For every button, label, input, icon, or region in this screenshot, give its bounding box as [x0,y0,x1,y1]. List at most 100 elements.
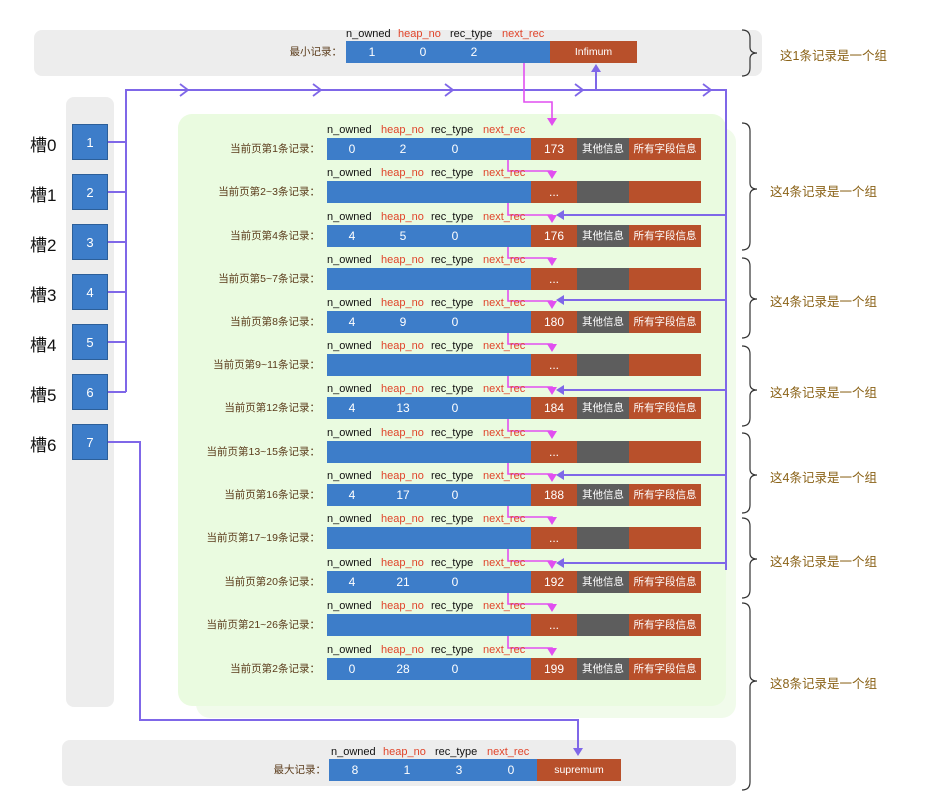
record-other-info: 其他信息 [577,397,629,419]
record-other-info [577,268,629,290]
header-heap-no: heap_no [381,297,424,309]
infimum-label: 最小记录： [289,46,343,58]
arrowhead [573,748,583,756]
record-other-info [577,354,629,376]
infimum-rec-type: 2 [448,41,500,63]
supremum-n-owned: 8 [329,759,381,781]
header-n-owned: n_owned [327,167,372,179]
record-other-info: 其他信息 [577,484,629,506]
record-header: n_owned heap_no rec_type next_rec [327,556,537,570]
record-rec-type: 0 [429,138,481,160]
header-rec-type: rec_type [450,28,493,40]
header-n-owned: n_owned [327,600,372,612]
header-next-rec: next_rec [483,557,526,569]
header-next-rec: next_rec [483,427,526,439]
header-heap-no: heap_no [381,167,424,179]
group-brace [741,29,758,77]
group-brace [741,602,758,791]
direction-chevron [179,83,190,97]
header-heap-no: heap_no [381,644,424,656]
header-n-owned: n_owned [327,557,372,569]
header-rec-type: rec_type [431,124,474,136]
arrowhead [547,561,557,569]
record-n-owned: 4 [327,225,377,247]
header-heap-no: heap_no [381,427,424,439]
header-heap-no: heap_no [381,600,424,612]
group-label: 这1条记录是一个组 [780,49,887,63]
supremum-name: supremum [537,759,621,781]
record-other-info: 其他信息 [577,138,629,160]
header-next-rec: next_rec [487,746,530,758]
record-label: 当前页第5~7条记录： [218,273,320,285]
header-next-rec: next_rec [483,211,526,223]
record-fields-blue [327,527,531,549]
header-rec-type: rec_type [431,644,474,656]
header-next-rec: next_rec [483,340,526,352]
slot-label: 槽2 [30,236,57,255]
header-next-rec: next_rec [502,28,545,40]
header-heap-no: heap_no [381,124,424,136]
slot-box: 3 [72,224,108,260]
header-heap-no: heap_no [381,340,424,352]
record-heap-no: 21 [377,571,429,593]
header-next-rec: next_rec [483,383,526,395]
record-other-info [577,181,629,203]
group-brace [741,517,758,599]
header-rec-type: rec_type [431,297,474,309]
group-label: 这4条记录是一个组 [770,471,877,485]
header-heap-no: heap_no [398,28,441,40]
header-rec-type: rec_type [431,513,474,525]
header-heap-no: heap_no [381,557,424,569]
header-heap-no: heap_no [383,746,426,758]
header-n-owned: n_owned [327,211,372,223]
record-label: 当前页第21~26条记录： [206,619,321,631]
record-blank [481,311,531,333]
header-next-rec: next_rec [483,254,526,266]
infimum-header: n_owned heap_no rec_type next_rec [346,27,566,41]
record-next-rec: ... [531,354,577,376]
group-label: 这4条记录是一个组 [770,386,877,400]
record-label: 当前页第4条记录： [230,230,320,242]
arrowhead [547,648,557,656]
record-heap-no: 2 [377,138,429,160]
header-next-rec: next_rec [483,167,526,179]
slot-box: 2 [72,174,108,210]
record-next-rec: ... [531,527,577,549]
header-rec-type: rec_type [431,557,474,569]
arrowhead [547,431,557,439]
record-next-rec: 184 [531,397,577,419]
header-heap-no: heap_no [381,211,424,223]
header-rec-type: rec_type [431,167,474,179]
record-next-rec: ... [531,614,577,636]
supremum-next-rec: 0 [485,759,537,781]
record-heap-no: 13 [377,397,429,419]
slot-box: 7 [72,424,108,460]
record-blank [481,138,531,160]
arrowhead [547,517,557,525]
infimum-n-owned: 1 [346,41,398,63]
record-label: 当前页第13~15条记录： [206,446,321,458]
slot-box: 4 [72,274,108,310]
slot-box: 1 [72,124,108,160]
header-next-rec: next_rec [483,600,526,612]
record-blank [481,571,531,593]
record-rec-type: 0 [429,571,481,593]
record-header: n_owned heap_no rec_type next_rec [327,166,537,180]
direction-chevron [574,83,585,97]
record-all-fields: 所有字段信息 [629,138,701,160]
record-all-fields: 所有字段信息 [629,658,701,680]
header-n-owned: n_owned [327,340,372,352]
record-rec-type: 0 [429,311,481,333]
record-all-fields: 所有字段信息 [629,614,701,636]
arrowhead [547,215,557,223]
record-all-fields: 所有字段信息 [629,311,701,333]
record-other-info: 其他信息 [577,658,629,680]
record-all-fields: 所有字段信息 [629,571,701,593]
